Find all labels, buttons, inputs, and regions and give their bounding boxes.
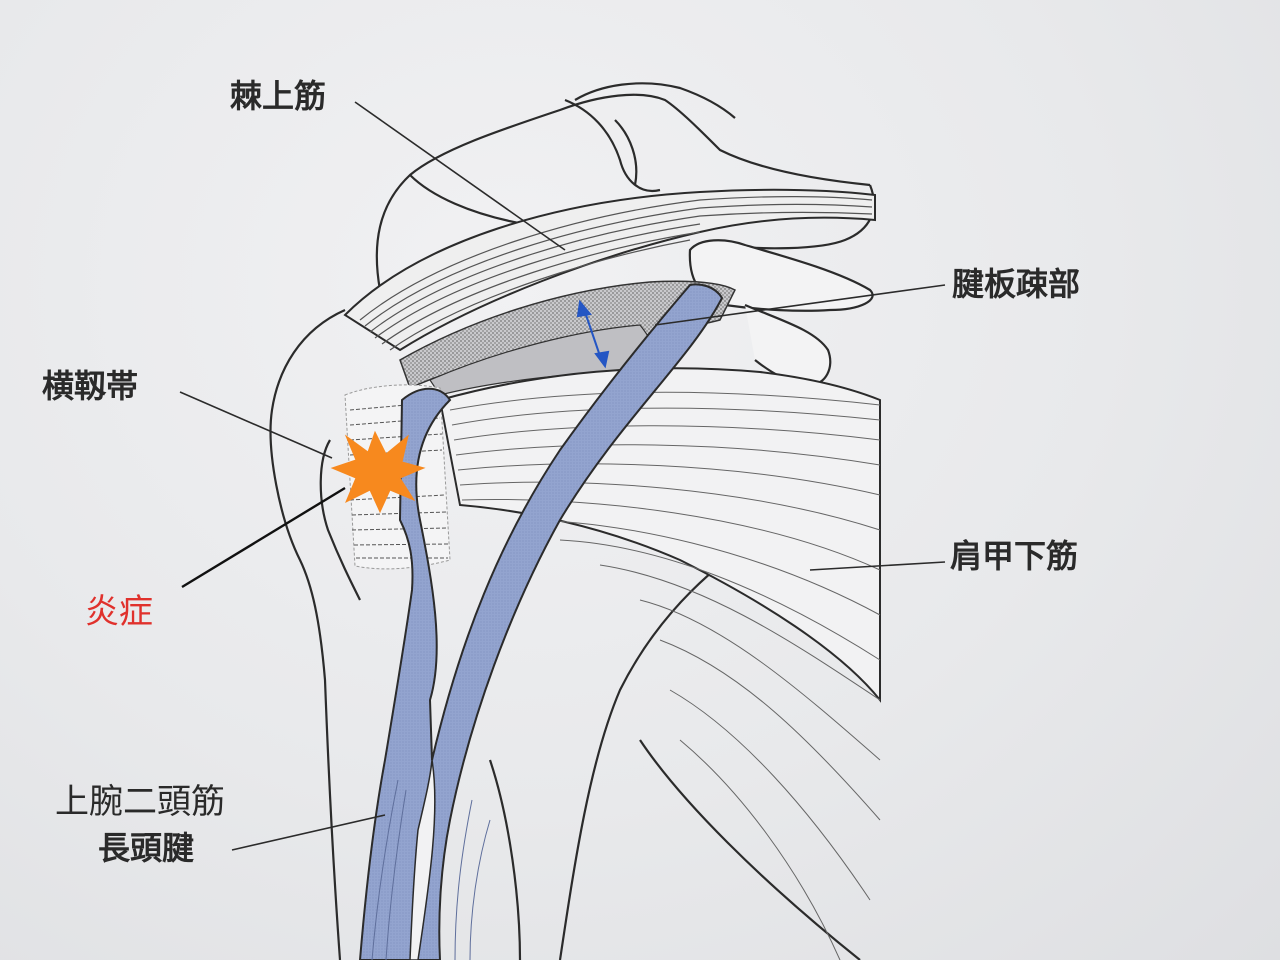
- subscapularis-muscle: [438, 367, 881, 960]
- coracoid-outline: [688, 239, 874, 387]
- humerus-outline: [269, 308, 861, 960]
- leader-subscapularis: [809, 561, 946, 571]
- label-supraspinatus: 棘上筋: [230, 77, 327, 115]
- leader-rotator-interval: [654, 284, 946, 326]
- inflammation-burst: [330, 430, 426, 514]
- supraspinatus-muscle: [343, 188, 876, 352]
- interval-arrow: [576, 299, 610, 369]
- leader-transverse-ligament: [179, 391, 333, 459]
- label-inflammation: 炎症: [85, 592, 153, 632]
- biceps-long-head-tendon: [358, 283, 724, 960]
- leader-supraspinatus: [354, 101, 566, 251]
- leader-lines: [179, 101, 946, 851]
- label-transverse-ligament: 横靱帯: [42, 367, 139, 405]
- label-rotator-interval: 腱板疎部: [952, 265, 1081, 303]
- label-biceps-line2: 長頭腱: [98, 829, 195, 867]
- leader-inflammation: [181, 486, 346, 589]
- leader-biceps: [231, 814, 386, 851]
- label-subscapularis: 肩甲下筋: [950, 537, 1079, 575]
- label-biceps-line1: 上腕二頭筋: [55, 782, 225, 822]
